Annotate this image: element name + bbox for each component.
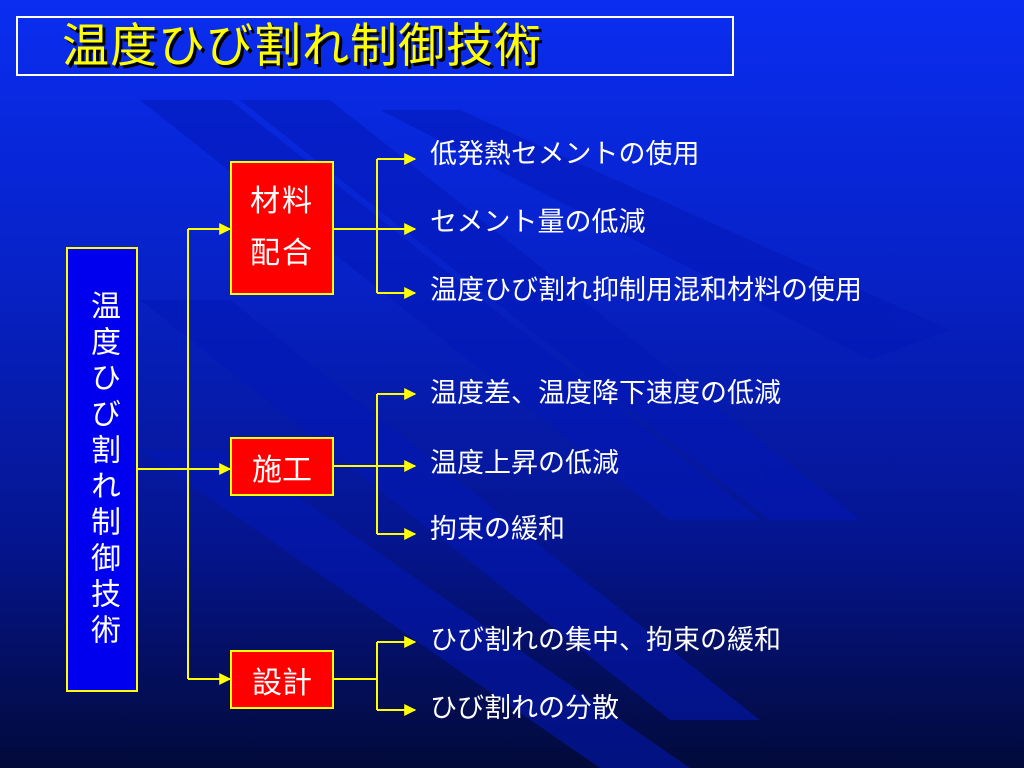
item-low-heat-cement: 低発熱セメントの使用 <box>430 139 700 170</box>
item-temperature-rise: 温度上昇の低減 <box>430 448 619 479</box>
item-restraint-relief: 拘束の緩和 <box>430 514 565 545</box>
item-temperature-difference: 温度差、温度降下速度の低減 <box>430 378 781 409</box>
root-node: 温度ひび割れ制御技術 <box>66 247 138 692</box>
category-label: 設計 <box>252 665 312 701</box>
item-crack-concentration: ひび割れの集中、拘束の緩和 <box>430 625 781 656</box>
category-construction: 施工 <box>230 437 334 496</box>
category-design: 設計 <box>230 650 334 709</box>
root-label: 温度ひび割れ制御技術 <box>85 289 120 650</box>
title-frame <box>16 16 734 76</box>
category-label: 材料配合 <box>250 184 314 271</box>
category-materials: 材料配合 <box>230 161 334 295</box>
category-label: 施工 <box>252 452 312 488</box>
item-crack-dispersion: ひび割れの分散 <box>430 693 619 724</box>
page-title: 温度ひび割れ制御技術 <box>62 19 542 74</box>
item-admixture: 温度ひび割れ抑制用混和材料の使用 <box>430 275 862 306</box>
item-cement-reduction: セメント量の低減 <box>430 207 646 238</box>
